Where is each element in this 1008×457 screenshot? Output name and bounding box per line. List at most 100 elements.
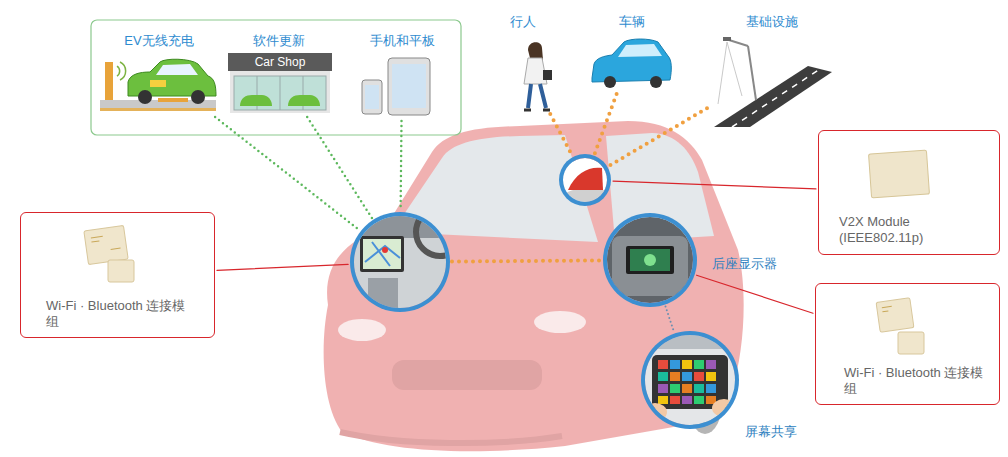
illustration-g xyxy=(658,360,716,404)
illustration-rect xyxy=(350,212,450,312)
rear-display-scene xyxy=(603,213,697,307)
module-label: Wi-Fi · Bluetooth 连接模组 xyxy=(844,365,984,397)
illustration-rect xyxy=(658,360,668,369)
illustration-ellipse xyxy=(643,403,667,421)
illustration-rect xyxy=(682,396,692,404)
illustration-rect xyxy=(670,372,680,381)
zoom-circle: 屏幕共享 xyxy=(641,331,739,429)
illustration-rect xyxy=(641,331,739,349)
illustration-rect xyxy=(706,384,716,393)
illustration-rect xyxy=(392,360,542,390)
zoom-circle xyxy=(559,154,611,206)
illustration-circle xyxy=(382,247,388,253)
illustration-rect xyxy=(365,85,379,109)
illustration-polygon xyxy=(714,66,832,127)
illustration-rect xyxy=(228,53,332,71)
illustration-rect xyxy=(363,239,401,269)
screen-share-scene xyxy=(641,331,739,429)
illustration-rect xyxy=(368,278,398,308)
illustration-path xyxy=(91,234,121,252)
illustration-rect xyxy=(869,150,930,198)
illustration-rect xyxy=(392,64,426,108)
ev-charging-icon xyxy=(100,59,216,111)
connector-line xyxy=(217,264,348,270)
illustration-rect xyxy=(694,360,704,369)
illustration-rect xyxy=(388,58,430,115)
target-item: 基础设施 xyxy=(709,12,835,128)
connector-line xyxy=(609,108,707,166)
illustration-rect xyxy=(694,372,704,381)
illustration-path xyxy=(528,42,543,60)
illustration-circle xyxy=(138,90,152,104)
illustration-path xyxy=(240,95,272,106)
illustration-rect xyxy=(350,212,450,238)
connector xyxy=(307,117,372,218)
illustration-g xyxy=(84,225,128,264)
connector xyxy=(452,260,601,261)
pedestrian-figure xyxy=(524,42,552,110)
illustration-circle xyxy=(604,76,616,88)
dashboard-scene xyxy=(350,208,464,312)
illustration-path xyxy=(288,95,320,106)
car-silhouette xyxy=(324,121,744,451)
item-label: 软件更新 xyxy=(221,33,337,49)
group-panel xyxy=(91,20,461,135)
illustration-rect xyxy=(230,71,330,113)
phone-tablet-icon xyxy=(362,58,430,115)
illustration-path xyxy=(528,84,546,108)
illustration-rect xyxy=(362,80,382,114)
illustration-circle xyxy=(644,254,656,266)
connector-line xyxy=(666,307,674,332)
illustration-rect xyxy=(612,236,688,296)
illustration-rect xyxy=(706,360,716,369)
illustration-path xyxy=(128,59,216,96)
circle-label: 后座显示器 xyxy=(712,256,777,272)
illustration-path xyxy=(592,39,671,82)
illustration-path xyxy=(365,242,400,266)
illustration-rect xyxy=(706,372,716,381)
connector-line xyxy=(452,260,601,261)
illustration-g xyxy=(869,150,930,198)
illustration-rect xyxy=(100,108,216,111)
illustration-rect xyxy=(105,62,113,100)
illustration-path xyxy=(729,40,748,46)
illustration-rect xyxy=(670,384,680,393)
connector xyxy=(550,114,572,155)
module-box: Wi-Fi · Bluetooth 连接模组 xyxy=(20,212,215,338)
connector xyxy=(595,94,617,154)
illustration-path xyxy=(340,432,562,443)
service-item: 手机和平板 xyxy=(353,31,451,119)
illustration-ellipse xyxy=(338,319,386,341)
connector xyxy=(215,117,359,230)
zoom-circle: 后座显示器 xyxy=(603,213,697,307)
illustration-path xyxy=(618,44,662,57)
module-chip xyxy=(84,150,930,354)
illustration-rect xyxy=(150,80,166,87)
illustration-ellipse xyxy=(534,311,586,333)
connector-line xyxy=(613,181,816,189)
illustration-rect xyxy=(658,396,668,404)
item-label: EV无线充电 xyxy=(95,33,223,49)
connector xyxy=(697,275,813,313)
service-item: 软件更新 xyxy=(221,31,337,115)
illustration-rect xyxy=(682,360,692,369)
illustration-circle xyxy=(416,208,464,256)
item-label: 手机和平板 xyxy=(353,33,451,49)
illustration-rect xyxy=(84,225,128,264)
illustration-path xyxy=(748,46,756,100)
illustration-rect xyxy=(543,70,552,80)
vehicle-icon xyxy=(592,39,671,88)
target-item: 行人 xyxy=(497,12,549,112)
connector-line xyxy=(595,94,617,154)
illustration-path xyxy=(324,121,744,451)
connector xyxy=(613,181,816,189)
illustration-path xyxy=(568,168,603,190)
illustration-rect xyxy=(723,37,731,41)
illustration-path xyxy=(156,64,198,75)
illustration-ellipse xyxy=(712,399,736,417)
illustration-rect xyxy=(876,298,914,332)
illustration-rect xyxy=(694,384,704,393)
illustration-rect xyxy=(630,249,670,271)
illustration-path xyxy=(524,109,550,112)
